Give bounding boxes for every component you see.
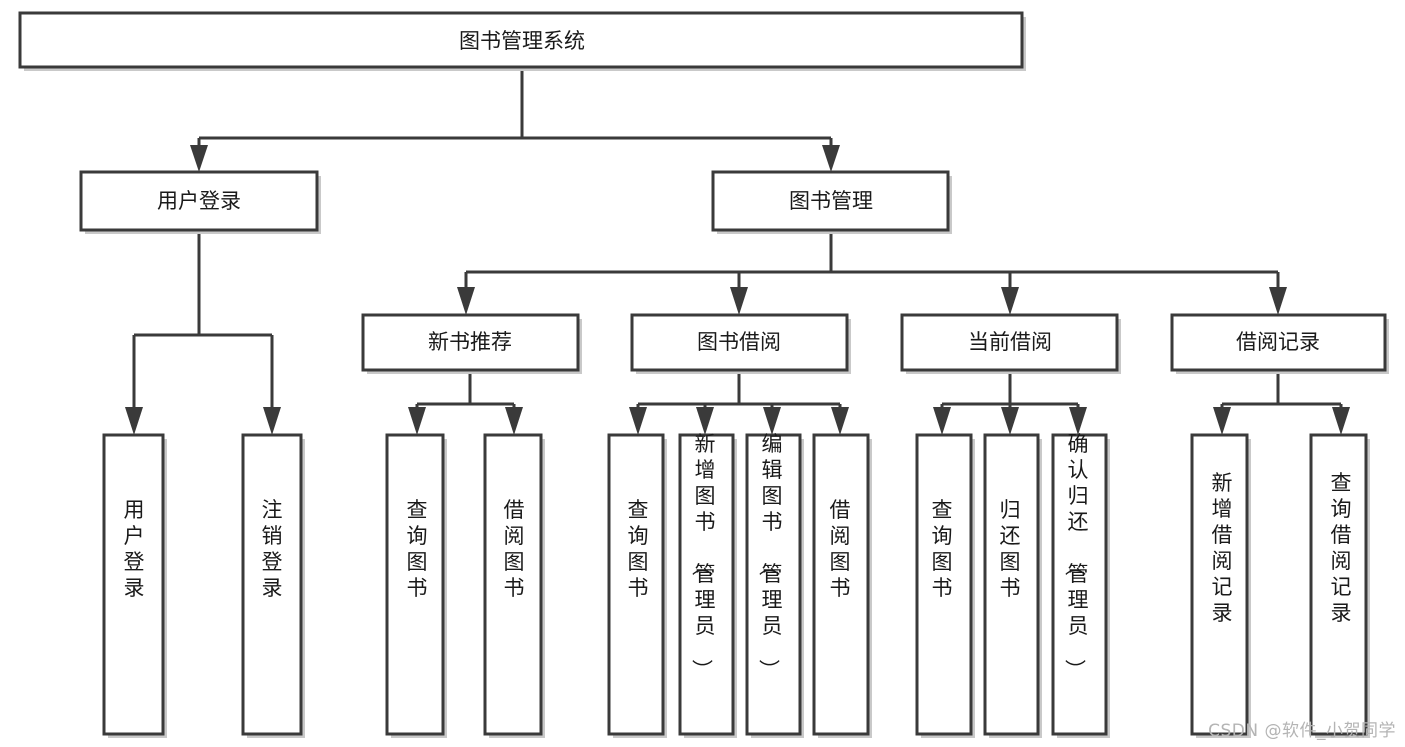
node-root[interactable]: 图书管理系统: [18, 11, 1026, 71]
node-leaf-return-book-label: 归还图书: [1000, 498, 1021, 600]
node-leaf-confirm-return-box[interactable]: [1051, 433, 1108, 736]
arrow-to-new-book-recommend: [457, 287, 475, 315]
node-book-management-box[interactable]: [711, 170, 950, 232]
node-leaf-query-book-3-label: 查询图书: [932, 498, 953, 600]
node-book-borrow-box[interactable]: [630, 313, 849, 372]
node-leaf-user-logout[interactable]: 注销登录: [241, 433, 305, 738]
node-leaf-borrow-book-1-label: 借阅图书: [504, 498, 525, 600]
arrow-to-leaf-confirm-return: [1069, 407, 1087, 435]
arrow-to-leaf-edit-book: [763, 407, 781, 435]
node-leaf-user-login-box[interactable]: [102, 433, 165, 736]
node-leaf-return-book[interactable]: 归还图书: [983, 433, 1042, 738]
node-leaf-user-logout-box[interactable]: [241, 433, 303, 736]
node-leaf-add-book-label: 新增图书（管理员）: [690, 432, 716, 680]
node-leaf-query-book-1-label: 查询图书: [407, 498, 428, 600]
arrow-to-leaf-borrow-book-2: [831, 407, 849, 435]
node-root-label: 图书管理系统: [459, 29, 585, 53]
arrow-to-leaf-add-book: [696, 407, 714, 435]
node-leaf-add-record-label: 新增借阅记录: [1212, 471, 1233, 625]
node-borrow-record-box[interactable]: [1170, 313, 1387, 372]
node-leaf-query-book-3-box[interactable]: [915, 433, 973, 736]
node-borrow-record[interactable]: 借阅记录: [1170, 313, 1389, 374]
node-leaf-add-book[interactable]: 新增图书（管理员）: [678, 432, 737, 738]
node-leaf-query-record[interactable]: 查询借阅记录: [1309, 433, 1370, 738]
node-root-box[interactable]: [18, 11, 1024, 69]
node-current-borrow[interactable]: 当前借阅: [900, 313, 1121, 374]
node-leaf-query-book-2-box[interactable]: [607, 433, 665, 736]
node-leaf-user-login[interactable]: 用户登录: [102, 433, 167, 738]
node-leaf-query-record-box[interactable]: [1309, 433, 1368, 736]
node-book-management[interactable]: 图书管理: [711, 170, 952, 234]
node-new-book-recommend[interactable]: 新书推荐: [361, 313, 582, 374]
node-current-borrow-box[interactable]: [900, 313, 1119, 372]
node-book-borrow[interactable]: 图书借阅: [630, 313, 851, 374]
arrow-to-book-management: [822, 145, 840, 172]
node-current-borrow-label: 当前借阅: [968, 330, 1052, 354]
arrow-to-current-borrow: [1001, 287, 1019, 315]
node-book-borrow-label: 图书借阅: [697, 330, 781, 354]
node-leaf-add-record-box[interactable]: [1190, 433, 1249, 736]
arrow-to-leaf-user-login: [125, 407, 143, 435]
arrow-to-borrow-record: [1269, 287, 1287, 315]
node-user-login-label: 用户登录: [157, 189, 241, 213]
node-leaf-borrow-book-2-box[interactable]: [812, 433, 870, 736]
arrow-to-leaf-add-record: [1213, 407, 1231, 435]
node-user-login[interactable]: 用户登录: [79, 170, 321, 234]
node-leaf-query-book-1[interactable]: 查询图书: [385, 433, 447, 738]
arrow-to-leaf-query-book-3: [933, 407, 951, 435]
arrow-to-book-borrow: [730, 287, 748, 315]
node-leaf-user-login-label: 用户登录: [124, 498, 145, 600]
node-leaf-confirm-return-label: 确认归还（管理员）: [1063, 432, 1089, 680]
node-leaf-return-book-box[interactable]: [983, 433, 1040, 736]
node-leaf-edit-book-label: 编辑图书（管理员）: [757, 432, 783, 680]
arrow-to-leaf-query-book-1: [408, 407, 426, 435]
node-new-book-recommend-box[interactable]: [361, 313, 580, 372]
arrow-to-user-login: [190, 145, 208, 172]
node-leaf-confirm-return[interactable]: 确认归还（管理员）: [1051, 432, 1110, 738]
node-user-login-box[interactable]: [79, 170, 319, 232]
node-new-book-recommend-label: 新书推荐: [428, 330, 512, 354]
node-leaf-query-book-2-label: 查询图书: [628, 498, 649, 600]
connector-layer: [125, 67, 1350, 435]
node-leaf-query-record-label: 查询借阅记录: [1331, 471, 1352, 625]
node-leaf-query-book-3[interactable]: 查询图书: [915, 433, 975, 738]
node-leaf-borrow-book-2[interactable]: 借阅图书: [812, 433, 872, 738]
arrow-to-leaf-user-logout: [263, 407, 281, 435]
node-leaf-borrow-book-1[interactable]: 借阅图书: [483, 433, 545, 738]
arrow-to-leaf-borrow-book-1: [505, 407, 523, 435]
node-leaf-edit-book[interactable]: 编辑图书（管理员）: [745, 432, 804, 738]
node-leaf-edit-book-box[interactable]: [745, 433, 802, 736]
node-leaf-add-book-box[interactable]: [678, 433, 735, 736]
arrow-to-leaf-return-book: [1001, 407, 1019, 435]
node-leaf-query-book-2[interactable]: 查询图书: [607, 433, 667, 738]
node-leaf-query-book-1-box[interactable]: [385, 433, 445, 736]
node-leaf-add-record[interactable]: 新增借阅记录: [1190, 433, 1251, 738]
node-leaf-borrow-book-1-box[interactable]: [483, 433, 543, 736]
node-book-management-label: 图书管理: [789, 189, 873, 213]
node-leaf-user-logout-label: 注销登录: [262, 498, 283, 600]
arrow-to-leaf-query-book-2: [629, 407, 647, 435]
node-borrow-record-label: 借阅记录: [1236, 330, 1320, 354]
arrow-to-leaf-query-record: [1332, 407, 1350, 435]
node-leaf-borrow-book-2-label: 借阅图书: [830, 498, 851, 600]
